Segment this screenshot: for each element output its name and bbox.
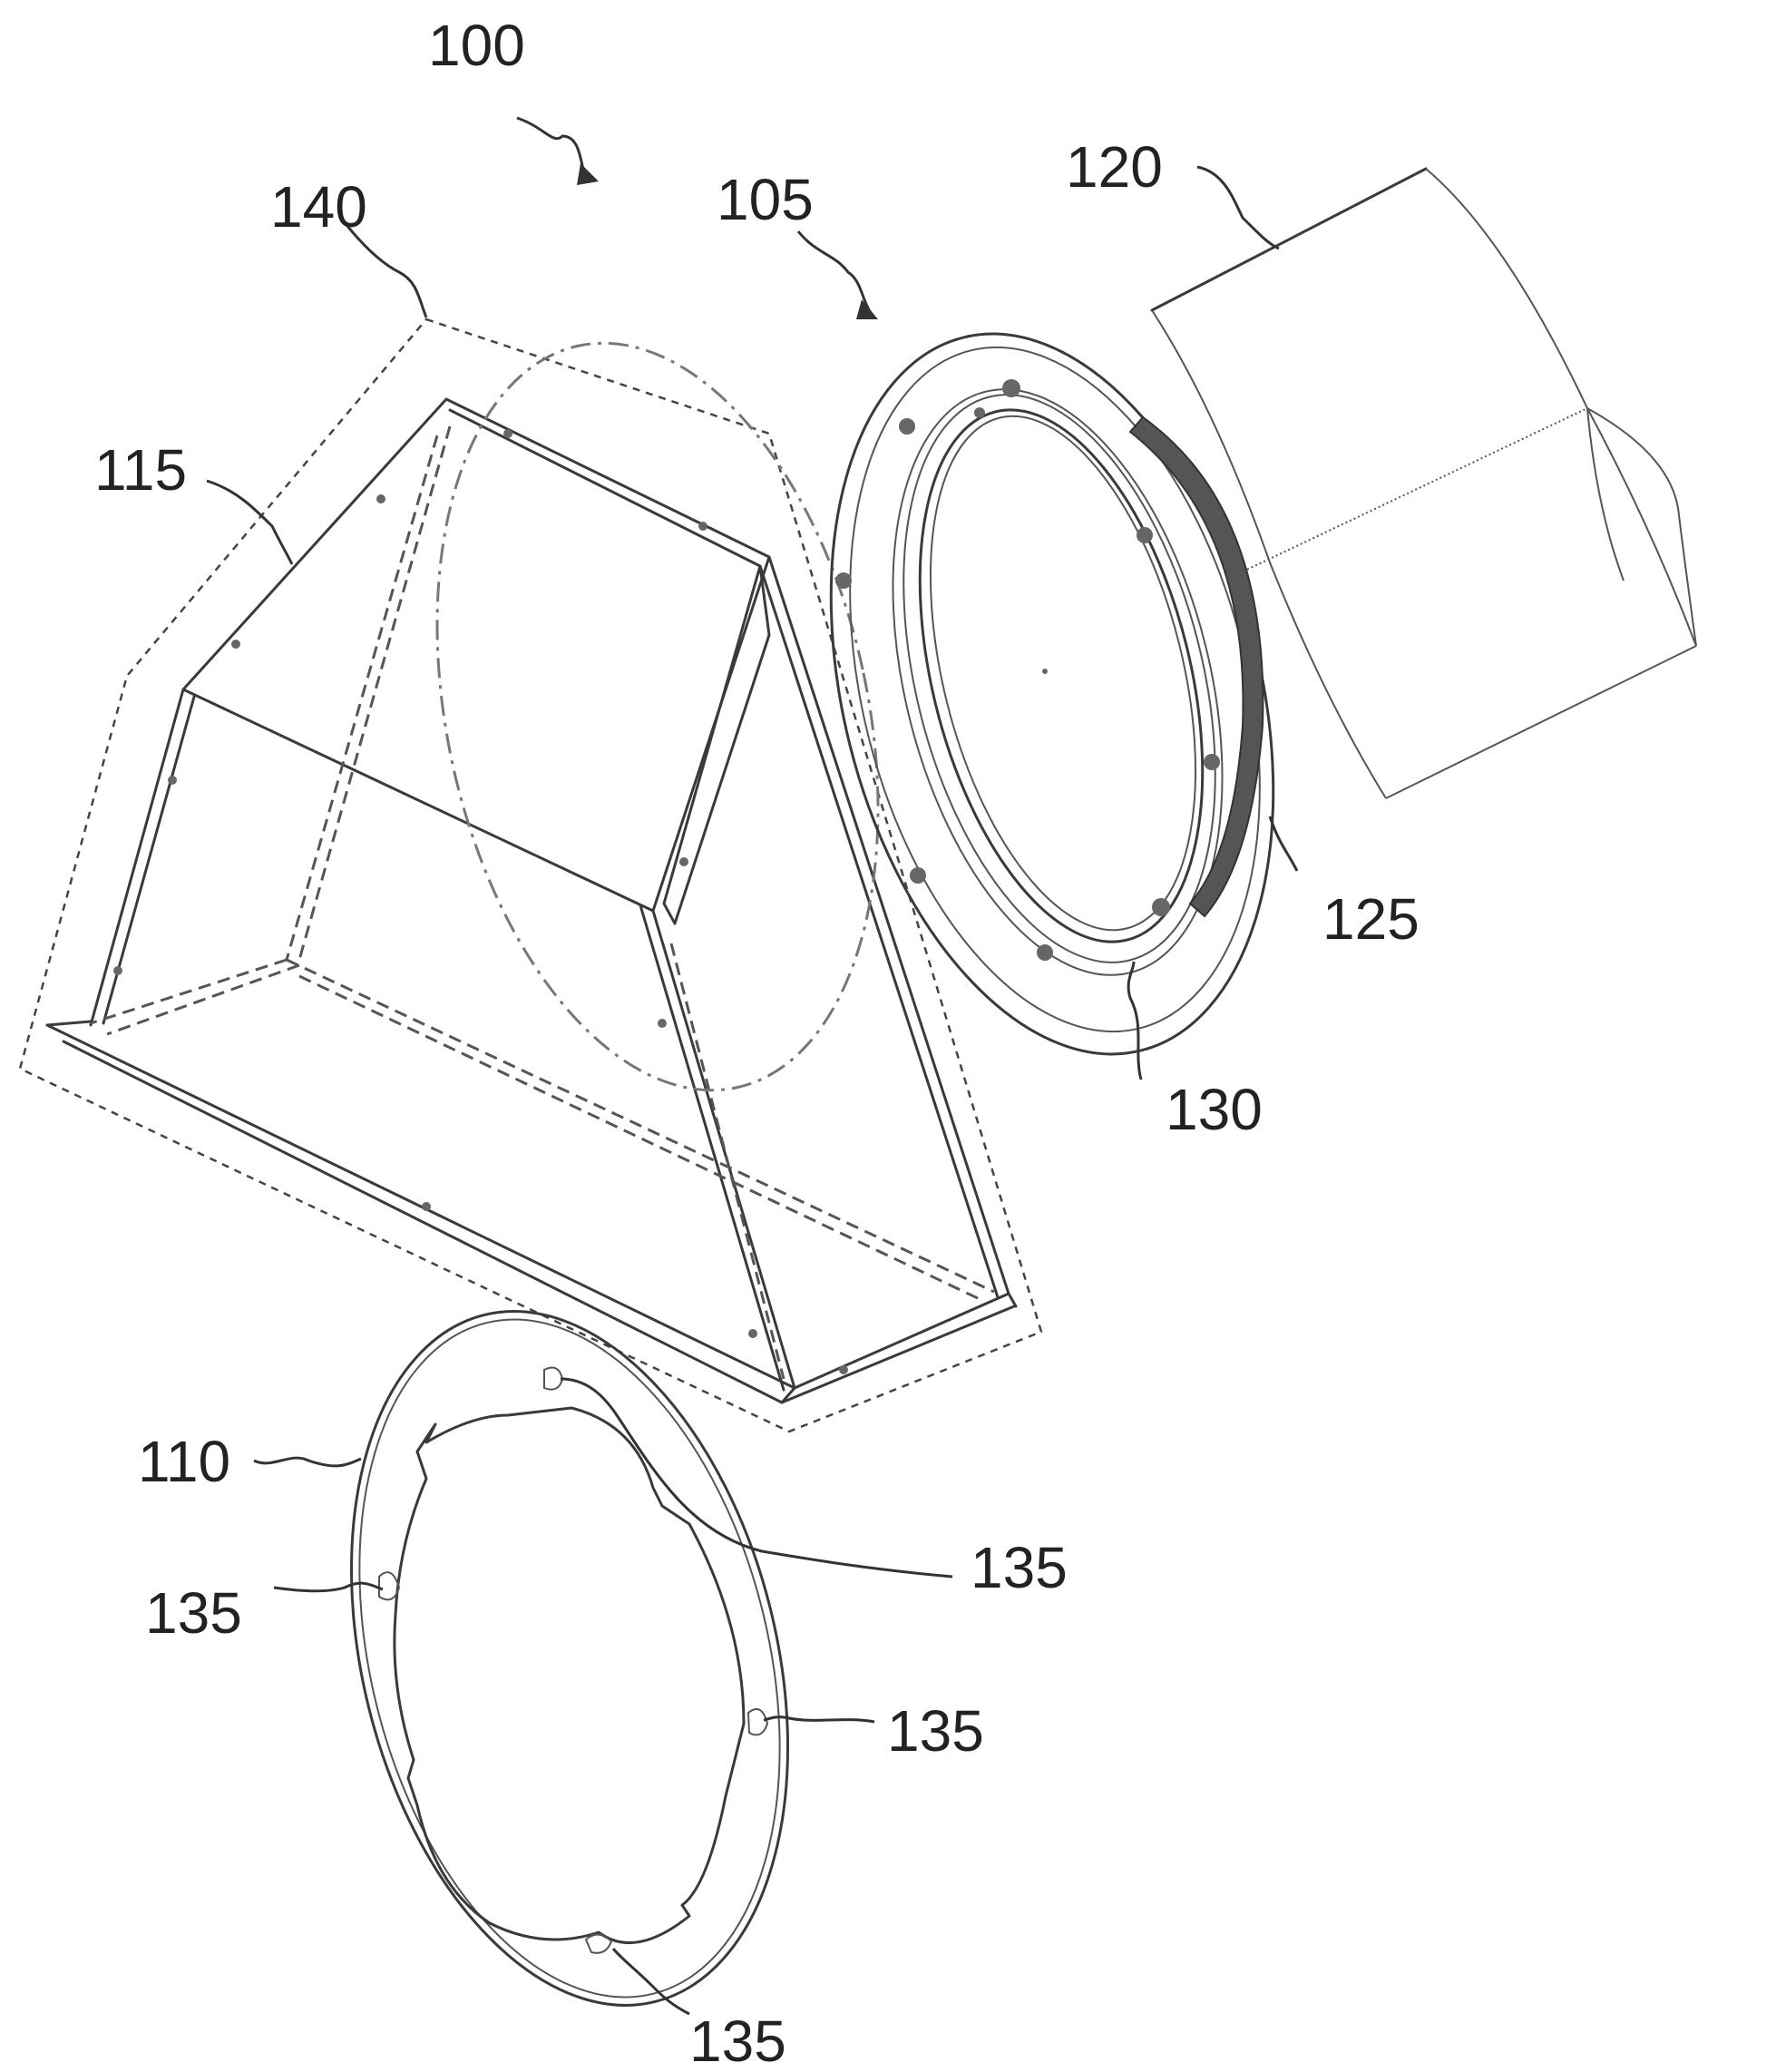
label-115: 115 [94,437,187,503]
label-135-right: 135 [887,1698,984,1764]
tab-bottom-slot [586,1934,611,1952]
ring-outer [283,1265,855,2051]
label-135-left: 135 [145,1580,242,1646]
label-135-top: 135 [971,1535,1068,1600]
tab-right-slot [748,1709,767,1735]
label-140: 140 [270,174,367,239]
housing-body [47,302,1016,1403]
tab-top-slot [544,1368,562,1390]
duct-body [1152,169,1696,798]
label-105: 105 [717,167,814,232]
leader-lines [207,118,1297,2014]
ring-inner-notched [395,1408,744,1943]
label-130: 130 [1166,1077,1263,1142]
tab-left-slot [379,1572,399,1599]
label-110: 110 [138,1429,230,1494]
label-125: 125 [1322,886,1420,952]
label-135-bottom: 135 [689,2008,786,2072]
label-100: 100 [428,13,525,78]
mounting-ring [283,1265,855,2051]
label-120: 120 [1066,134,1163,200]
